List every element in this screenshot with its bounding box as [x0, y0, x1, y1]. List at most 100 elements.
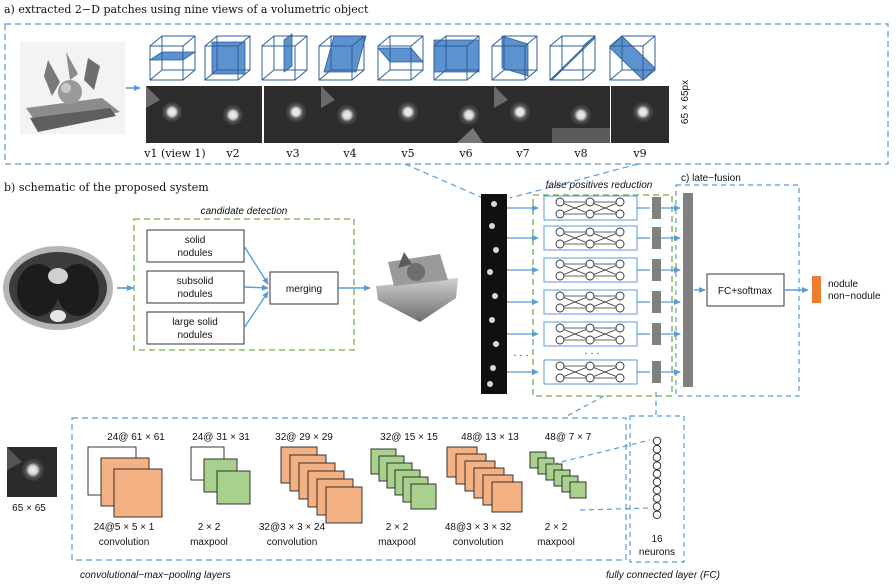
- fc-neuron-count: 16: [651, 534, 663, 545]
- arrow-large-merge: [243, 291, 269, 329]
- candidate-detection-frame: [133, 218, 355, 351]
- strip-nodule-9: [487, 381, 493, 387]
- output-unit: [812, 276, 821, 303]
- strip-nodule-3: [493, 247, 499, 253]
- cnn-stream-2: [507, 225, 681, 251]
- fc-neuron-6: [652, 477, 662, 487]
- late-fusion-title: c) late−fusion: [681, 173, 741, 184]
- fc-neuron-9: [652, 502, 662, 511]
- fc-neuron-8: [652, 494, 662, 503]
- strip-ellipsis: · · ·: [513, 350, 529, 361]
- strip-nodule-5: [492, 293, 498, 299]
- cnn-layer-3-name: convolution: [267, 537, 318, 548]
- view-label-7: v7: [515, 147, 529, 160]
- strip-nodule-4: [487, 269, 493, 275]
- view-cube-3: [261, 33, 308, 81]
- cnn-layer-2-op: 2 × 2: [198, 522, 221, 533]
- cnn-layer-6-map-6: [569, 481, 587, 499]
- cnn-layer-1-map-3: [113, 468, 163, 518]
- output-nodule: nodule: [828, 279, 858, 290]
- view-cube-4: [318, 35, 367, 81]
- fc-neuron-7: [652, 485, 662, 495]
- chest-ct-image: [0, 242, 116, 332]
- detector-large-solid: large solid nodules: [146, 311, 245, 345]
- cnn-layer-6-top: 48@ 7 × 7: [545, 432, 592, 443]
- cnn-layer-2-top: 24@ 31 × 31: [192, 432, 250, 443]
- fc-softmax-box: FC+softmax: [706, 273, 785, 307]
- view-label-5: v5: [400, 147, 414, 160]
- detector-large-line1: large solid: [172, 317, 218, 328]
- view-label-1: v1 (view 1): [143, 147, 205, 160]
- cnn-layer-1-name: convolution: [99, 537, 150, 548]
- view-cube-8: [549, 35, 596, 81]
- fc-neuron-3: [652, 453, 662, 462]
- cnn-layer-4-map-6: [410, 483, 437, 510]
- input-patch-image: [7, 447, 57, 497]
- section-a-title: a) extracted 2−D patches using nine view…: [4, 3, 369, 16]
- conv-caption: convolutional−max−pooling layers: [80, 570, 231, 581]
- cnn-layer-3-top: 32@ 29 × 29: [275, 432, 333, 443]
- connector-patches-left: [404, 163, 484, 199]
- view-label-3: v3: [285, 147, 299, 160]
- view-label-2: v2: [225, 147, 239, 160]
- view-patch-2: [204, 86, 262, 143]
- view-cube-2: [204, 35, 251, 81]
- fc-neuron-10: [652, 510, 662, 520]
- view-cube-6: [433, 35, 480, 81]
- fc-neuron-4: [652, 461, 662, 470]
- view-label-6: v6: [458, 147, 472, 160]
- streams-ellipsis: · · ·: [584, 348, 600, 359]
- cnn-stream-6: [507, 359, 681, 385]
- patch-size-label: 65 × 65px: [680, 80, 691, 124]
- view-label-9: v9: [632, 147, 646, 160]
- strip-nodule-6: [489, 317, 495, 323]
- fc-neuron-5: [652, 469, 662, 479]
- cnn-streams: [507, 195, 681, 385]
- section-a-frame: [4, 23, 889, 165]
- cnn-stream-1: [507, 195, 681, 221]
- cnn-layer-5: 48@ 13 × 13 48@3 × 3 × 32 convolution: [445, 432, 523, 548]
- cnn-layer-6-op: 2 × 2: [545, 522, 568, 533]
- fc-frame: [629, 415, 685, 563]
- view-cube-7: [491, 35, 538, 81]
- cnn-layer-5-map-6: [491, 481, 523, 513]
- view-cube-9: [609, 35, 656, 81]
- cnn-layer-3-op: 32@3 × 3 × 24: [259, 522, 326, 533]
- strip-nodule-1: [491, 201, 497, 207]
- cnn-layer-5-top: 48@ 13 × 13: [461, 432, 519, 443]
- merging-label: merging: [286, 284, 322, 295]
- fp-reduction-title: false positives reduction: [546, 180, 653, 191]
- cnn-layer-1-op: 24@5 × 5 × 1: [94, 522, 155, 533]
- merging-box: merging: [269, 271, 339, 305]
- detector-subsolid-line2: nodules: [177, 289, 212, 300]
- strip-nodule-7: [493, 341, 499, 347]
- cnn-stream-5: [507, 321, 681, 347]
- candidate-volume-image: [373, 248, 459, 322]
- cnn-layer-5-op: 48@3 × 3 × 32: [445, 522, 512, 533]
- cnn-layer-4-name: maxpool: [378, 537, 416, 548]
- cnn-layer-5-name: convolution: [453, 537, 504, 548]
- connector-stack-fc-bottom: [579, 507, 651, 511]
- view-patches: [146, 86, 669, 143]
- detector-solid-line1: solid: [185, 235, 206, 246]
- view-label-4: v4: [342, 147, 356, 160]
- view-cube-5: [377, 35, 424, 81]
- view-cube-1: [148, 35, 197, 81]
- detector-subsolid-line1: subsolid: [177, 276, 214, 287]
- view-patch-8: [552, 86, 610, 143]
- detector-solid-line2: nodules: [177, 248, 212, 259]
- fc-neuron-1: [652, 436, 662, 446]
- view-patch-7: [494, 86, 552, 143]
- candidate-patch-strip: [481, 194, 507, 394]
- fc-neuron-2: [652, 444, 662, 454]
- section-b-title: b) schematic of the proposed system: [4, 181, 209, 194]
- volumetric-object-image: [20, 42, 125, 134]
- cnn-stream-3: [507, 257, 681, 283]
- fc-softmax-label: FC+softmax: [718, 286, 772, 297]
- detector-solid: solid nodules: [146, 229, 245, 263]
- fusion-bar: [683, 193, 693, 387]
